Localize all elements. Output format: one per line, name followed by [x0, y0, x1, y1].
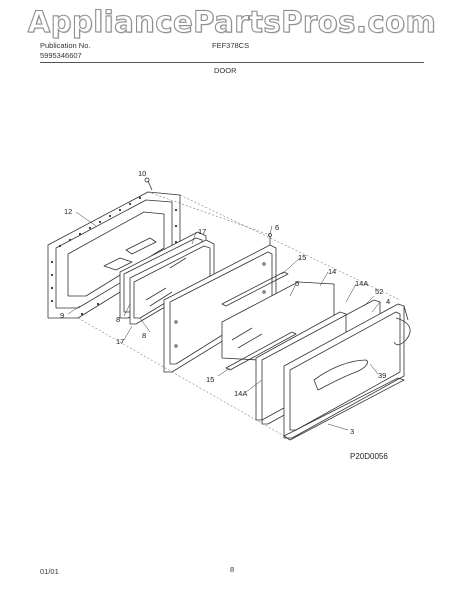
part-label-15: 15	[298, 253, 306, 262]
part-label-14a: 14A	[234, 389, 247, 398]
part-label-14: 14	[328, 267, 336, 276]
part-label-14a: 14A	[355, 279, 368, 288]
diagram-reference-code: P20D0056	[350, 452, 388, 461]
part-label-10: 10	[138, 169, 146, 178]
part-label-15: 15	[206, 375, 214, 384]
part-label-3: 3	[350, 427, 354, 436]
bottom-trim-part	[283, 377, 405, 441]
watermark-logo: AppliancePartsPros.com	[27, 4, 437, 39]
outer-door-panel	[283, 303, 411, 439]
part-label-9: 9	[60, 311, 64, 320]
publication-number: 5995346607	[40, 51, 82, 60]
screw-part	[144, 177, 153, 191]
footer-date: 01/01	[40, 567, 59, 576]
section-title: DOOR	[214, 66, 237, 75]
part-label-17: 17	[198, 227, 206, 236]
part-label-5: 5	[295, 279, 299, 288]
part-label-4: 4	[386, 297, 390, 306]
page-number: 8	[230, 565, 235, 574]
part-label-39: 39	[378, 371, 386, 380]
part-label-8: 8	[142, 331, 146, 340]
part-label-52: 52	[375, 287, 383, 296]
part-label-17: 17	[116, 337, 124, 346]
publication-label: Publication No.	[40, 41, 91, 50]
part-label-12: 12	[64, 207, 72, 216]
header-rule	[40, 62, 424, 63]
glass-retainer-brackets	[221, 271, 297, 371]
part-label-6: 6	[275, 223, 279, 232]
model-number: FEF378CS	[212, 41, 250, 50]
part-label-8: 8	[116, 315, 120, 324]
inner-glass-panels	[119, 231, 215, 325]
